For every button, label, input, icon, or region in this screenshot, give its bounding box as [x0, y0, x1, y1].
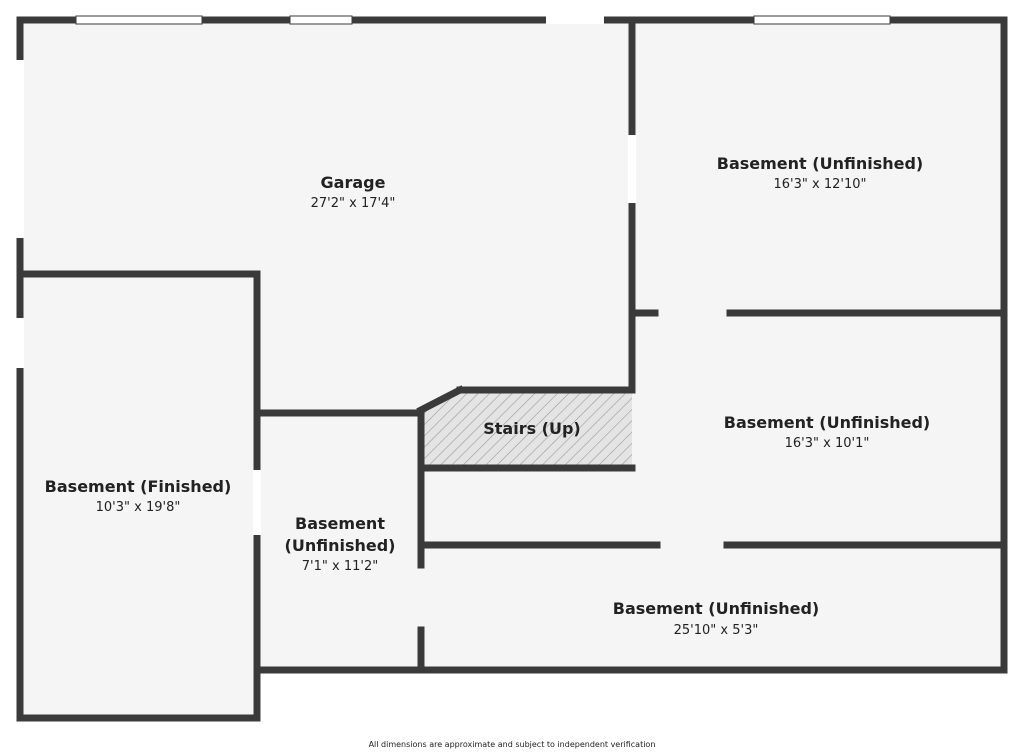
opening-left-2 [16, 318, 24, 368]
room-labels: Garage 27'2" x 17'4" Basement (Unfinishe… [45, 154, 931, 638]
opening-left-1 [16, 60, 24, 238]
window-top-4 [753, 15, 891, 25]
opening-top-3 [546, 16, 604, 24]
wall-stairs-diagonal [416, 385, 465, 415]
room-dims-basement-finished: 10'3" x 19'8" [96, 500, 181, 515]
room-dims-garage: 27'2" x 17'4" [311, 196, 396, 211]
room-name-basement-e: Basement (Unfinished) [724, 413, 930, 432]
room-dims-basement-small: 7'1" x 11'2" [302, 559, 378, 574]
stairs-label: Stairs (Up) [483, 419, 581, 438]
window-top-2 [289, 15, 353, 25]
stairs-area [421, 390, 632, 468]
room-name-basement-small-line1: Basement [295, 514, 385, 533]
room-name-basement-small-line2: (Unfinished) [285, 536, 396, 555]
room-name-garage: Garage [321, 173, 386, 192]
room-dims-basement-ne: 16'3" x 12'10" [774, 177, 867, 192]
window-top-1 [75, 15, 203, 25]
footer-disclaimer: All dimensions are approximate and subje… [368, 740, 656, 749]
room-name-basement-s: Basement (Unfinished) [613, 599, 819, 618]
walls [16, 16, 1008, 722]
room-dims-basement-s: 25'10" x 5'3" [674, 623, 759, 638]
room-name-basement-finished: Basement (Finished) [45, 477, 232, 496]
opening-finished-east [253, 470, 261, 535]
opening-garage-east [628, 135, 636, 203]
room-name-basement-ne: Basement (Unfinished) [717, 154, 923, 173]
floor-area [20, 20, 1004, 718]
room-dims-basement-e: 16'3" x 10'1" [785, 436, 870, 451]
windows [16, 15, 891, 535]
